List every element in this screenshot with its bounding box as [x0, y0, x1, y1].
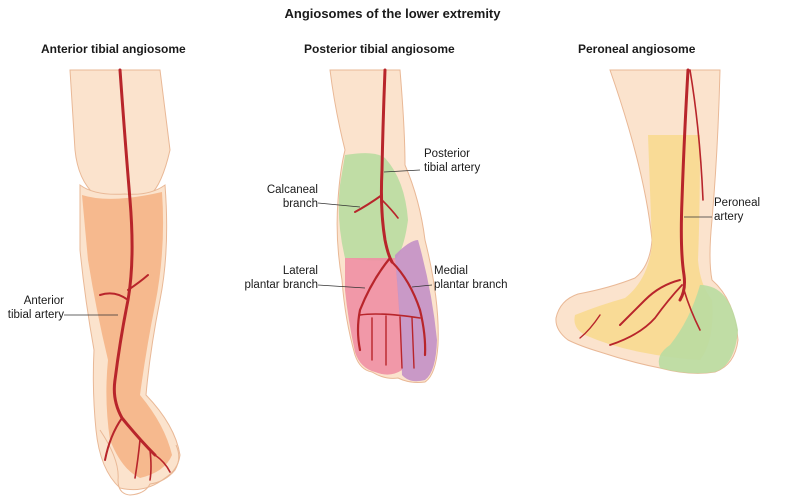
panel-title-peroneal: Peroneal angiosome	[578, 42, 696, 56]
peroneal-zone	[574, 135, 713, 360]
medial-plantar-leader	[411, 284, 433, 288]
peroneal-heel-zone	[658, 285, 738, 374]
lateral-plantar-leader	[317, 284, 366, 289]
calcaneal-branch-leader	[317, 202, 361, 208]
panel-title-posterior: Posterior tibial angiosome	[304, 42, 455, 56]
medial-plantar-zone	[395, 240, 437, 382]
anterior-leg-illustration	[64, 68, 181, 496]
anterior-tibial-zone	[82, 192, 172, 478]
lateral-plantar-zone	[345, 258, 402, 375]
peroneal-foot-illustration	[555, 68, 739, 374]
calcaneal-zone	[338, 153, 408, 261]
figure-title: Angiosomes of the lower extremity	[284, 6, 501, 21]
posterior-foot-illustration	[317, 68, 439, 383]
anterior-foot	[99, 429, 180, 496]
peroneal-artery-vessel	[579, 68, 704, 346]
posterior-tibial-artery-leader	[383, 169, 421, 173]
posterior-tibial-artery-vessel	[354, 68, 427, 369]
anterior-tibial-artery-vessel	[99, 68, 171, 481]
panel-title-anterior: Anterior tibial angiosome	[41, 42, 186, 56]
